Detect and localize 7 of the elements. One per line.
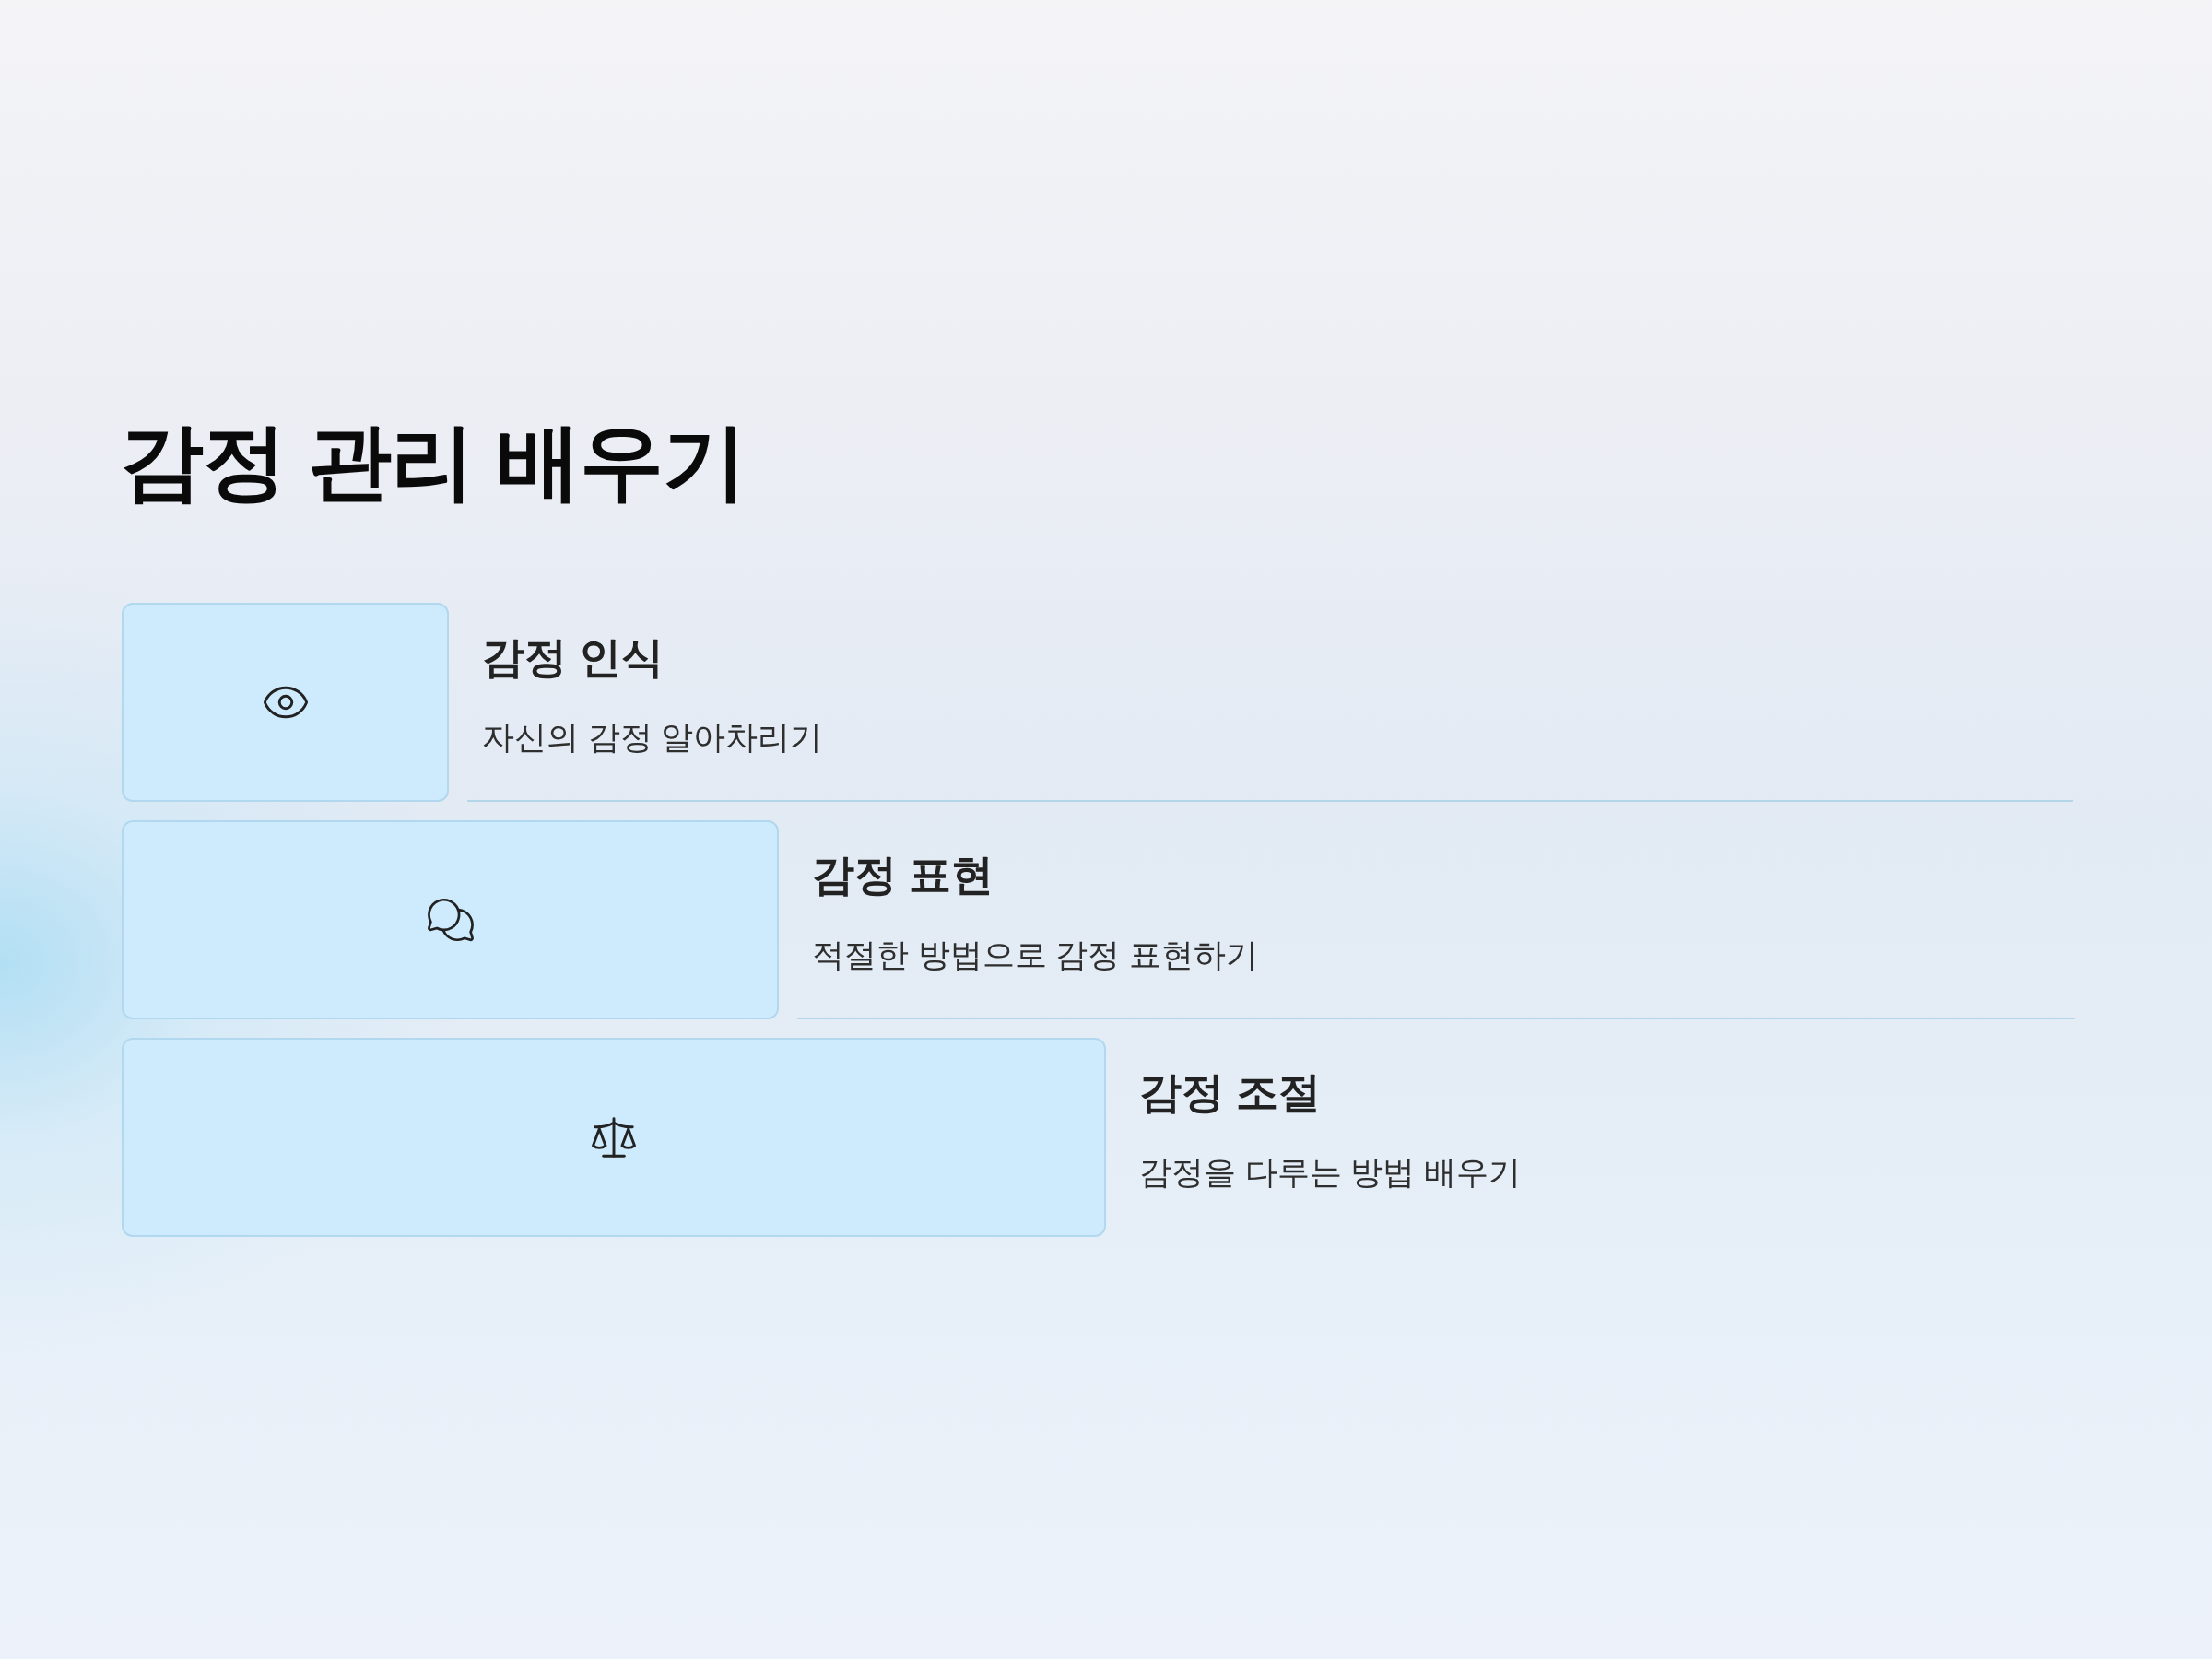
step-heading: 감정 인식 xyxy=(482,632,665,683)
step-heading: 감정 표현 xyxy=(812,850,994,900)
step-description: 적절한 방법으로 감정 표현하기 xyxy=(812,935,1259,975)
title: 감정 관리 배우기 xyxy=(120,414,746,510)
step-description: 감정을 다루는 방법 배우기 xyxy=(1139,1153,1522,1193)
step-description: 자신의 감정 알아차리기 xyxy=(482,718,823,758)
step-heading: 감정 조절 xyxy=(1139,1067,1322,1118)
